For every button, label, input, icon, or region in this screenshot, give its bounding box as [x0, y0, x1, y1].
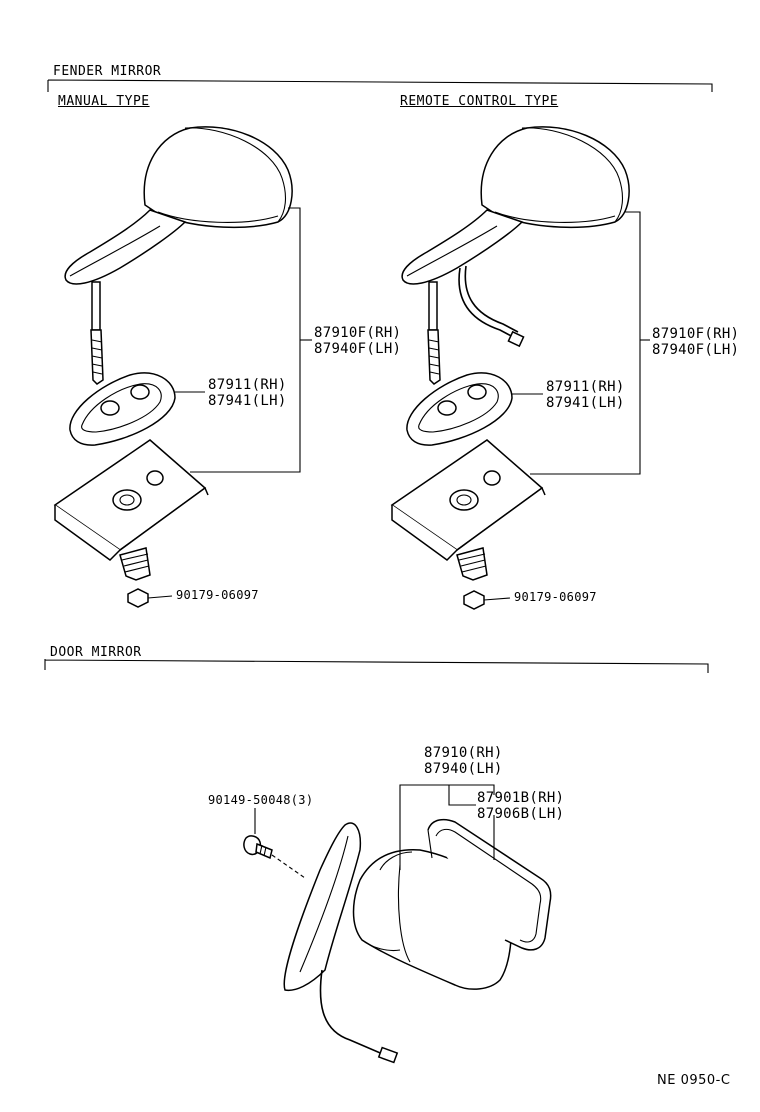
door-mirror-base	[283, 822, 362, 992]
door-mirror-rh-part-number: 87910(RH)	[424, 745, 503, 761]
door-mirror-lh-part-number: 87940(LH)	[424, 761, 503, 777]
door-glass-callout-a	[448, 785, 476, 806]
remote-control-cable	[458, 265, 525, 348]
remote-nut-part-number: 90179-06097	[514, 590, 597, 604]
remote-cover-lh-part-number: 87941(LH)	[546, 395, 625, 411]
remote-mirror-rh-part-number: 87910F(RH)	[652, 326, 740, 342]
remote-base-cover	[406, 372, 513, 446]
remote-callout-bracket	[530, 211, 641, 475]
remote-cover-rh-part-number: 87911(RH)	[546, 379, 625, 395]
manual-nut	[127, 588, 173, 608]
manual-mounting-bracket	[53, 439, 209, 581]
door-glass-rh-part-number: 87901B(RH)	[477, 790, 565, 806]
manual-mirror-lh-part-number: 87940F(LH)	[314, 341, 402, 357]
manual-type-heading: MANUAL TYPE	[58, 94, 150, 109]
remote-mirror-stud	[427, 281, 441, 385]
door-mirror-heading: DOOR MIRROR	[50, 645, 142, 660]
manual-nut-part-number: 90179-06097	[176, 588, 259, 602]
manual-mirror-head	[64, 126, 293, 285]
manual-callout-bracket	[190, 207, 301, 473]
door-mirror-wire	[319, 969, 399, 1064]
manual-cover-rh-part-number: 87911(RH)	[208, 377, 287, 393]
door-screw-part-number: 90149-50048(3)	[208, 793, 314, 807]
door-mirror-screw	[243, 808, 306, 879]
door-section-rule	[44, 659, 709, 673]
fender-section-rule	[47, 79, 713, 92]
manual-base-cover	[69, 372, 176, 446]
door-mirror-callout	[399, 784, 495, 870]
door-glass-lh-part-number: 87906B(LH)	[477, 806, 565, 822]
remote-nut	[463, 590, 511, 610]
remote-control-type-heading: REMOTE CONTROL TYPE	[400, 94, 559, 109]
fender-mirror-heading: FENDER MIRROR	[53, 64, 162, 79]
remote-mounting-bracket	[390, 439, 546, 581]
drawing-reference-code: NE 0950-C	[657, 1073, 731, 1088]
door-mirror-glass	[427, 818, 552, 951]
remote-mirror-lh-part-number: 87940F(LH)	[652, 342, 740, 358]
manual-mirror-rh-part-number: 87910F(RH)	[314, 325, 402, 341]
manual-mirror-stud	[90, 281, 104, 385]
remote-mirror-head	[401, 126, 630, 285]
manual-cover-lh-part-number: 87941(LH)	[208, 393, 287, 409]
